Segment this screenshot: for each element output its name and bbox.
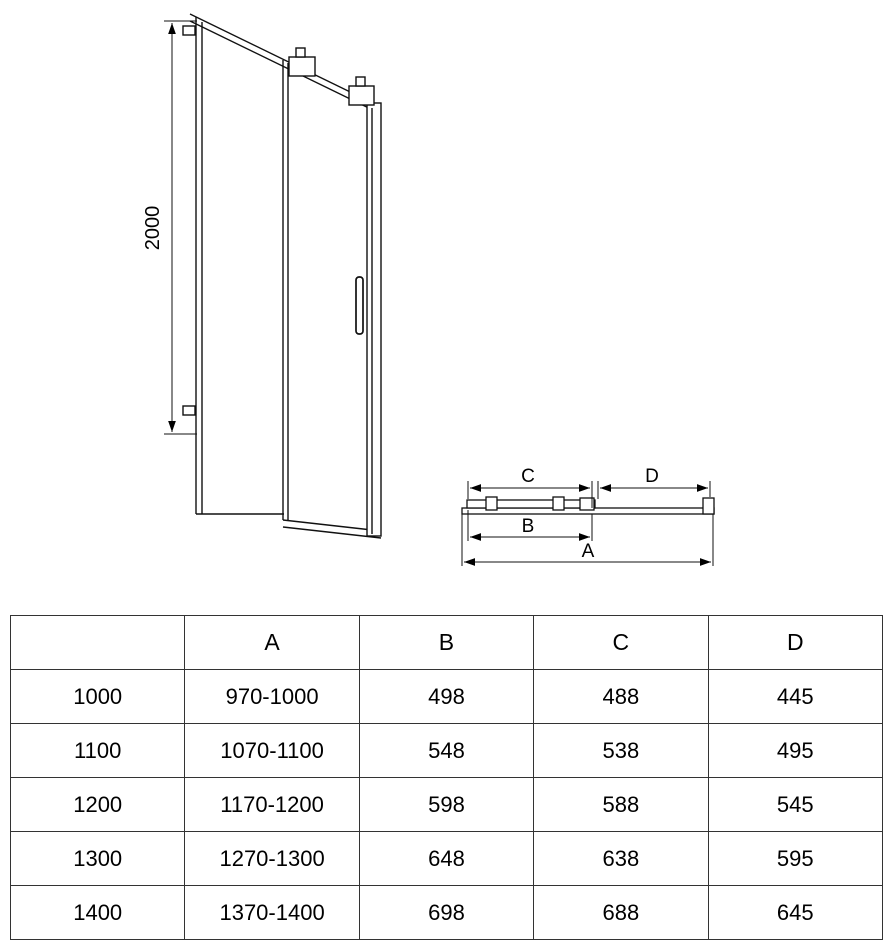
cell-a: 970-1000 — [184, 669, 360, 724]
wall-bracket-bottom — [182, 405, 196, 416]
column-header-c: C — [533, 615, 709, 670]
cell-size: 1000 — [9, 669, 186, 724]
cell-b: 698 — [358, 885, 535, 940]
plan-roller-block-2 — [552, 496, 565, 511]
plan-view-drawing — [461, 496, 715, 515]
dim-b-label: B — [522, 516, 535, 537]
plan-bracket-mid — [579, 497, 595, 511]
table-row: 1200 1170-1200 598 588 545 — [9, 777, 884, 832]
cell-c: 538 — [533, 723, 709, 778]
roller-block-1 — [288, 56, 316, 77]
dim-a-label: A — [582, 541, 595, 562]
dimension-table: A B C D 1000 970-1000 498 488 445 1100 1… — [9, 615, 884, 940]
slider-bottom-rail — [282, 526, 382, 539]
cell-size: 1300 — [9, 831, 186, 886]
cell-d: 445 — [707, 669, 884, 724]
top-track-line-inner — [189, 20, 380, 114]
wall-bracket-top — [182, 25, 196, 36]
table-row: 1100 1070-1100 548 538 495 — [9, 723, 884, 778]
cell-c: 688 — [533, 885, 709, 940]
door-handle — [355, 276, 364, 335]
slider-bottom-line — [282, 519, 382, 532]
plan-dimensions — [461, 481, 714, 566]
roller-block-2 — [348, 85, 375, 106]
cell-d: 645 — [707, 885, 884, 940]
cell-c: 588 — [533, 777, 709, 832]
door-right-stile — [366, 102, 382, 537]
front-view-drawing — [182, 13, 382, 539]
table-row: 1300 1270-1300 648 638 595 — [9, 831, 884, 886]
cell-d: 495 — [707, 723, 884, 778]
dim-c-label: C — [521, 466, 535, 487]
table-row: 1000 970-1000 498 488 445 — [9, 669, 884, 724]
technical-drawing: 2000 C D B A — [142, 13, 715, 566]
column-header-a: A — [184, 615, 360, 670]
cell-size: 1200 — [9, 777, 186, 832]
cell-b: 648 — [358, 831, 535, 886]
cell-c: 488 — [533, 669, 709, 724]
cell-d: 595 — [707, 831, 884, 886]
top-track-line — [189, 13, 380, 107]
cell-c: 638 — [533, 831, 709, 886]
cell-d: 545 — [707, 777, 884, 832]
cell-size: 1100 — [9, 723, 186, 778]
cell-b: 598 — [358, 777, 535, 832]
cell-b: 548 — [358, 723, 535, 778]
cell-a: 1370-1400 — [184, 885, 360, 940]
column-header-d: D — [707, 615, 884, 670]
cell-a: 1170-1200 — [184, 777, 360, 832]
roller-bolt-1 — [295, 47, 306, 58]
cell-size: 1400 — [9, 885, 186, 940]
cell-a: 1270-1300 — [184, 831, 360, 886]
roller-bolt-2 — [355, 76, 366, 87]
cell-b: 498 — [358, 669, 535, 724]
table-header-row: A B C D — [9, 615, 884, 670]
table-row: 1400 1370-1400 698 688 645 — [9, 885, 884, 940]
cell-a: 1070-1100 — [184, 723, 360, 778]
height-dimension-label: 2000 — [142, 206, 164, 251]
dim-d-label: D — [645, 466, 659, 487]
height-dimension — [164, 20, 197, 435]
plan-roller-block-1 — [485, 496, 498, 511]
plan-end-profile — [702, 497, 715, 515]
column-header-b: B — [358, 615, 535, 670]
plan-sliding-panel — [466, 499, 596, 509]
column-header-size — [9, 615, 186, 670]
